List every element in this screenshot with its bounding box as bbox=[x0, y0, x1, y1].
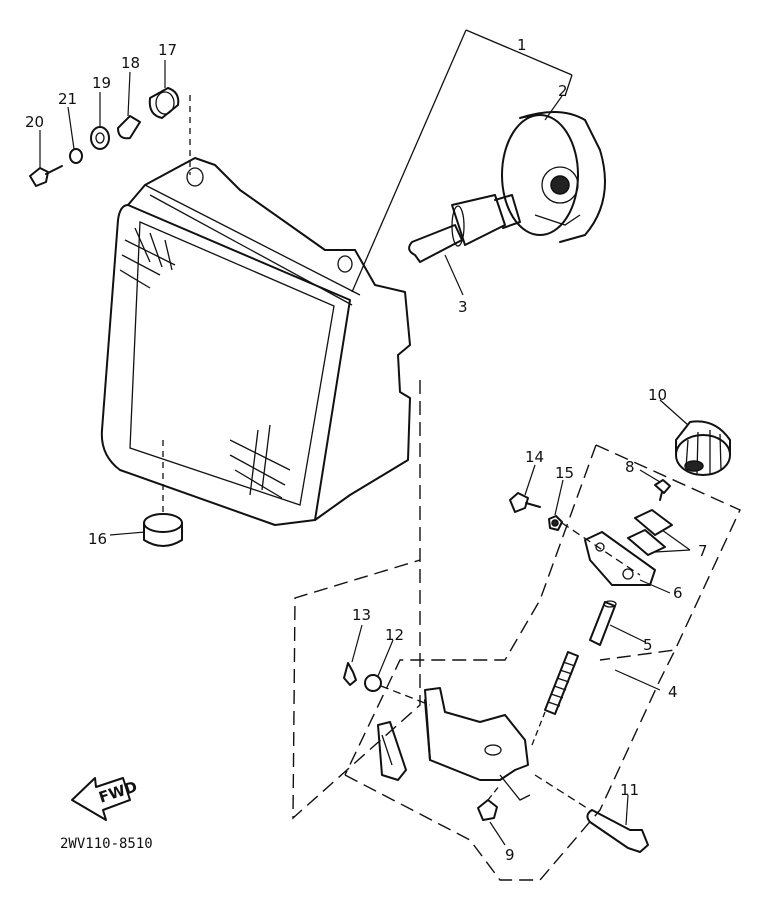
washer-19 bbox=[90, 126, 110, 150]
grommet-17 bbox=[148, 87, 180, 119]
adjuster-shaft-5 bbox=[589, 600, 617, 646]
grommet-16 bbox=[143, 440, 183, 547]
callout-10: 10 bbox=[648, 386, 667, 404]
bulb-cover-2 bbox=[501, 110, 606, 243]
callout-7: 7 bbox=[698, 542, 708, 560]
collar-18 bbox=[117, 115, 141, 140]
mounting-bracket bbox=[424, 687, 531, 801]
callout-16: 16 bbox=[88, 530, 107, 548]
callout-8: 8 bbox=[625, 458, 635, 476]
diagram-code: 2WV110-8510 bbox=[60, 836, 153, 852]
callout-4: 4 bbox=[668, 683, 678, 701]
bolt-20 bbox=[29, 165, 63, 187]
callout-9: 9 bbox=[505, 846, 515, 864]
callout-6: 6 bbox=[673, 584, 683, 602]
callout-5: 5 bbox=[643, 636, 653, 654]
adjuster-knob-10 bbox=[675, 420, 731, 476]
threaded-rod bbox=[531, 651, 579, 746]
callout-20: 20 bbox=[25, 113, 44, 131]
bulb-3 bbox=[408, 194, 521, 263]
assembly-bracket-lower bbox=[292, 380, 421, 820]
bolt-14 bbox=[509, 492, 541, 513]
callout-14: 14 bbox=[525, 448, 544, 466]
callout-11: 11 bbox=[620, 781, 639, 799]
fwd-label: FWD bbox=[97, 777, 140, 806]
washer-21 bbox=[69, 148, 83, 164]
callout-12: 12 bbox=[385, 626, 404, 644]
callout-18: 18 bbox=[121, 54, 140, 72]
fwd-arrow-icon: FWD bbox=[71, 777, 140, 821]
callout-17: 17 bbox=[158, 41, 177, 59]
leader-lines bbox=[39, 60, 691, 846]
callout-19: 19 bbox=[92, 74, 111, 92]
pin-13 bbox=[343, 662, 357, 686]
clips-7 bbox=[627, 509, 673, 556]
callout-13: 13 bbox=[352, 606, 371, 624]
screw-8 bbox=[654, 479, 671, 501]
callout-3: 3 bbox=[458, 298, 468, 316]
rubber-pad bbox=[377, 721, 407, 781]
callout-15: 15 bbox=[555, 464, 574, 482]
nut-15 bbox=[548, 515, 563, 531]
callout-21: 21 bbox=[58, 90, 77, 108]
adjuster-plate-6 bbox=[584, 531, 656, 586]
assembly-bracket-1 bbox=[351, 29, 573, 293]
nut-9 bbox=[477, 784, 501, 821]
assembly-bracket-4 bbox=[344, 444, 741, 881]
bolt-11 bbox=[534, 774, 649, 853]
callout-2: 2 bbox=[558, 82, 568, 100]
nut-12 bbox=[364, 674, 431, 706]
headlight-unit bbox=[100, 157, 411, 526]
callout-labels: 1 2 3 4 5 6 7 8 9 10 11 12 13 14 15 16 1… bbox=[25, 36, 708, 864]
callout-1: 1 bbox=[517, 36, 527, 54]
